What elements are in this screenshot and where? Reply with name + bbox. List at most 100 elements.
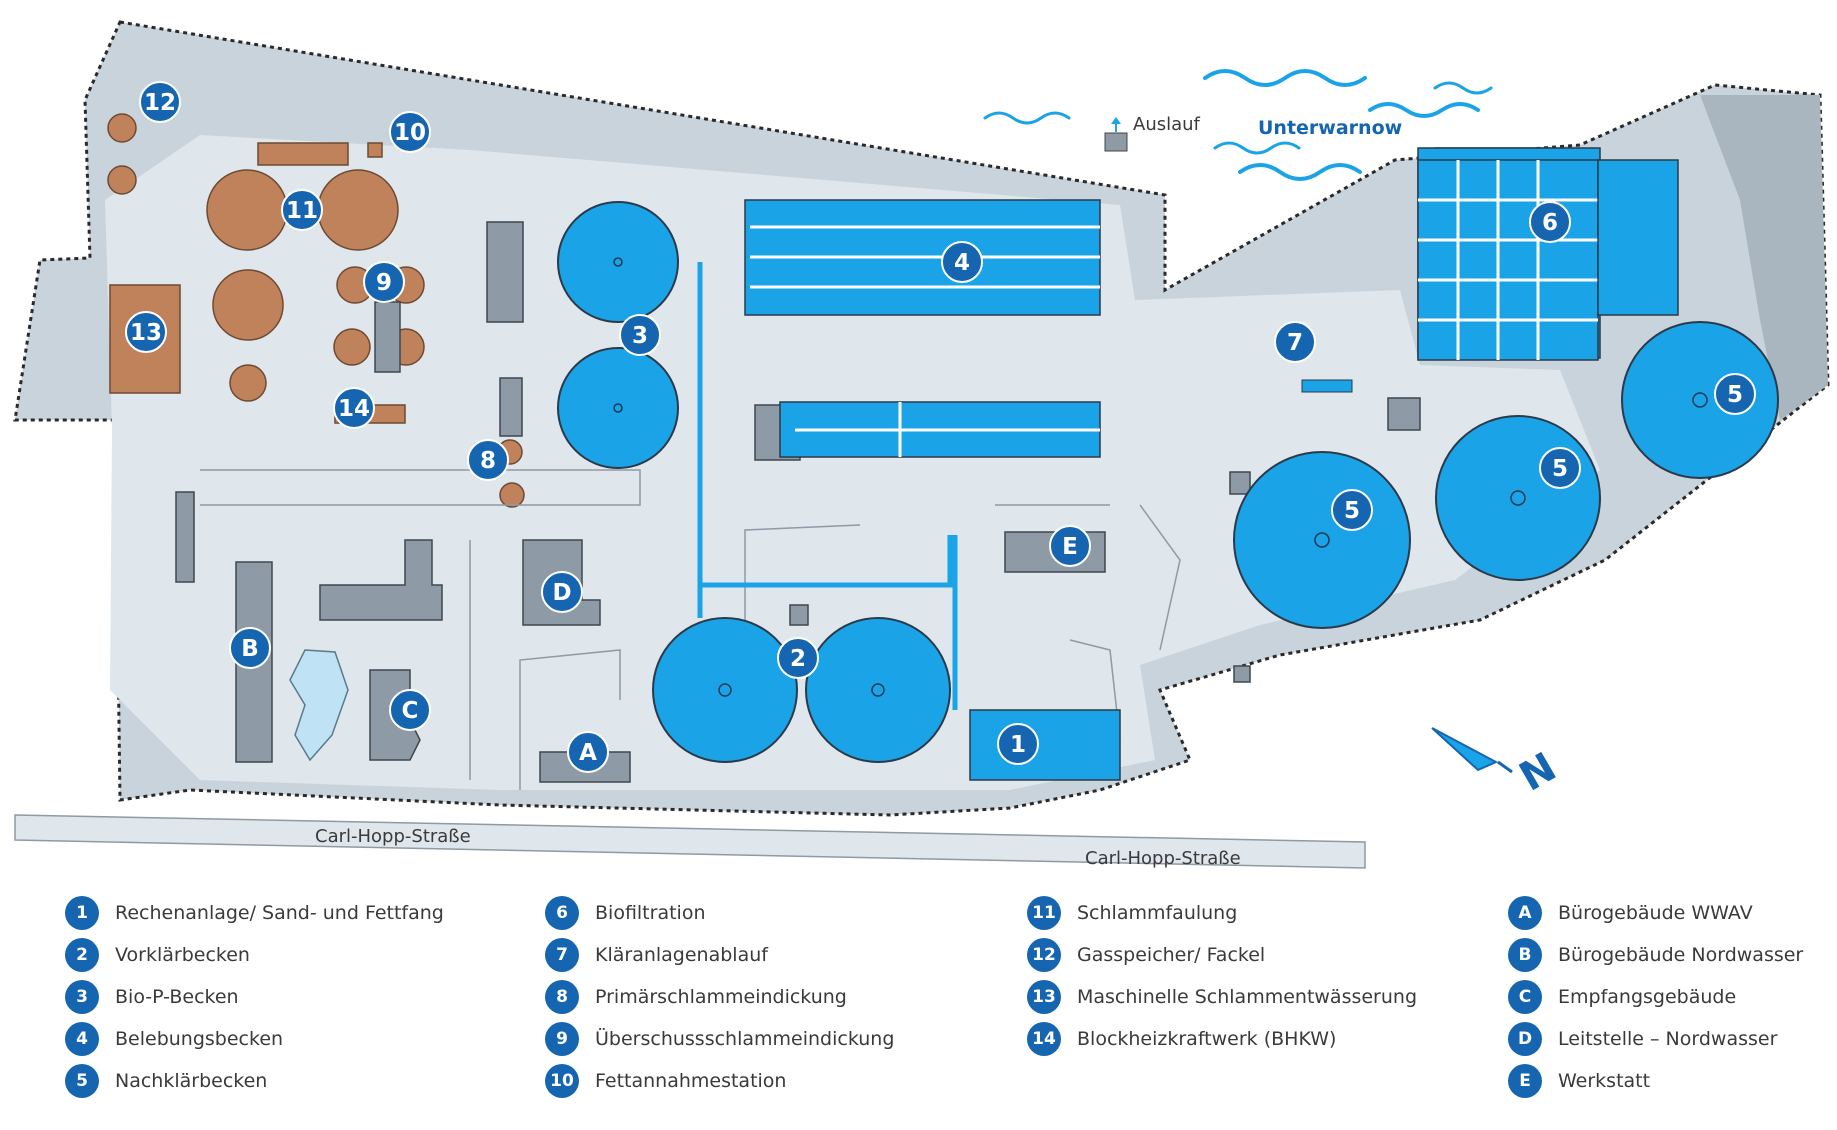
legend-badge: 13 [1027, 980, 1061, 1014]
marker-5-west[interactable]: 5 [1331, 489, 1373, 531]
street-label-east: Carl-Hopp-Straße [1085, 848, 1241, 869]
legend-label: Schlammfaulung [1077, 902, 1238, 924]
marker-14[interactable]: 14 [333, 387, 375, 429]
marker-12[interactable]: 12 [139, 81, 181, 123]
legend-label: Nachklärbecken [115, 1070, 268, 1092]
legend-label: Maschinelle Schlammentwässerung [1077, 986, 1418, 1008]
svg-text:11: 11 [286, 198, 318, 224]
legend-label: Leitstelle – Nordwasser [1558, 1028, 1778, 1050]
legend-badge: A [1508, 896, 1542, 930]
legend-item[interactable]: 8 Primärschlammeindickung [545, 976, 894, 1018]
sludge-digesters [107, 113, 525, 508]
legend-label: Biofiltration [595, 902, 706, 924]
legend-badge: C [1508, 980, 1542, 1014]
legend-badge: B [1508, 938, 1542, 972]
legend-label: Vorklärbecken [115, 944, 250, 966]
svg-text:3: 3 [632, 323, 648, 349]
outlet-label: Auslauf [1133, 114, 1201, 135]
legend-label: Belebungsbecken [115, 1028, 284, 1050]
legend-item[interactable]: 1 Rechenanlage/ Sand- und Fettfang [65, 892, 444, 934]
marker-4[interactable]: 4 [941, 241, 983, 283]
svg-text:13: 13 [130, 320, 162, 346]
svg-text:6: 6 [1542, 210, 1558, 236]
marker-5-middle[interactable]: 5 [1539, 447, 1581, 489]
water-waves [983, 69, 1493, 181]
marker-8[interactable]: 8 [467, 439, 509, 481]
legend-item[interactable]: A Bürogebäude WWAV [1508, 892, 1803, 934]
svg-text:2: 2 [790, 646, 806, 672]
basin-centers [613, 257, 1708, 697]
site-map: Carl-Hopp-Straße Carl-Hopp-Straße Unterw… [13, 20, 1830, 869]
legend-badge: 10 [545, 1064, 579, 1098]
outlet: Auslauf [1104, 114, 1201, 152]
legend-badge: 1 [65, 896, 99, 930]
svg-text:E: E [1062, 534, 1078, 560]
svg-text:4: 4 [954, 250, 970, 276]
legend-badge: D [1508, 1022, 1542, 1056]
legend-badge: 3 [65, 980, 99, 1014]
marker-13[interactable]: 13 [125, 311, 167, 353]
svg-text:A: A [579, 740, 597, 766]
svg-text:7: 7 [1287, 330, 1303, 356]
marker-C[interactable]: C [389, 689, 431, 731]
marker-1[interactable]: 1 [997, 723, 1039, 765]
legend-item[interactable]: 4 Belebungsbecken [65, 1018, 444, 1060]
svg-text:12: 12 [144, 90, 176, 116]
legend-badge: 7 [545, 938, 579, 972]
street-label-west: Carl-Hopp-Straße [315, 826, 471, 847]
svg-text:B: B [241, 636, 259, 662]
legend-item[interactable]: 2 Vorklärbecken [65, 934, 444, 976]
marker-E[interactable]: E [1049, 525, 1091, 567]
legend-label: Primärschlammeindickung [595, 986, 847, 1008]
svg-text:1: 1 [1010, 732, 1026, 758]
marker-D[interactable]: D [541, 571, 583, 613]
marker-11[interactable]: 11 [281, 189, 323, 231]
north-arrow: N [1431, 727, 1564, 801]
legend-badge: 8 [545, 980, 579, 1014]
legend-badge: 2 [65, 938, 99, 972]
legend-badge: 11 [1027, 896, 1061, 930]
svg-text:9: 9 [376, 270, 392, 296]
marker-6[interactable]: 6 [1529, 201, 1571, 243]
marker-B[interactable]: B [229, 627, 271, 669]
biofiltration [1417, 159, 1679, 361]
marker-7[interactable]: 7 [1274, 321, 1316, 363]
legend-column-1: 1 Rechenanlage/ Sand- und Fettfang 2 Vorkl… [65, 892, 444, 1102]
legend-item[interactable]: 10 Fettannahmestation [545, 1060, 894, 1102]
marker-5-east[interactable]: 5 [1714, 373, 1756, 415]
marker-10[interactable]: 10 [389, 111, 431, 153]
legend-badge: E [1508, 1064, 1542, 1098]
legend-item[interactable]: B Bürogebäude Nordwasser [1508, 934, 1803, 976]
legend-label: Gasspeicher/ Fackel [1077, 944, 1266, 966]
legend-item[interactable]: 13 Maschinelle Schlammentwässerung [1027, 976, 1417, 1018]
legend-label: Rechenanlage/ Sand- und Fettfang [115, 902, 444, 924]
street: Carl-Hopp-Straße Carl-Hopp-Straße [14, 814, 1366, 869]
svg-text:5: 5 [1552, 456, 1568, 482]
marker-3[interactable]: 3 [619, 314, 661, 356]
marker-9[interactable]: 9 [363, 261, 405, 303]
marker-A[interactable]: A [567, 731, 609, 773]
svg-text:5: 5 [1344, 498, 1360, 524]
water-name: Unterwarnow [1258, 117, 1402, 139]
legend-label: Bürogebäude WWAV [1558, 902, 1753, 924]
outfall-structure [1301, 379, 1353, 393]
legend-item[interactable]: D Leitstelle – Nordwasser [1508, 1018, 1803, 1060]
legend-item[interactable]: 11 Schlammfaulung [1027, 892, 1417, 934]
marker-2[interactable]: 2 [777, 637, 819, 679]
legend-badge: 9 [545, 1022, 579, 1056]
legend-label: Fettannahmestation [595, 1070, 787, 1092]
legend-label: Bürogebäude Nordwasser [1558, 944, 1804, 966]
svg-text:5: 5 [1727, 382, 1743, 408]
legend-label: Blockheizkraftwerk (BHKW) [1077, 1028, 1337, 1050]
legend-badge: 4 [65, 1022, 99, 1056]
